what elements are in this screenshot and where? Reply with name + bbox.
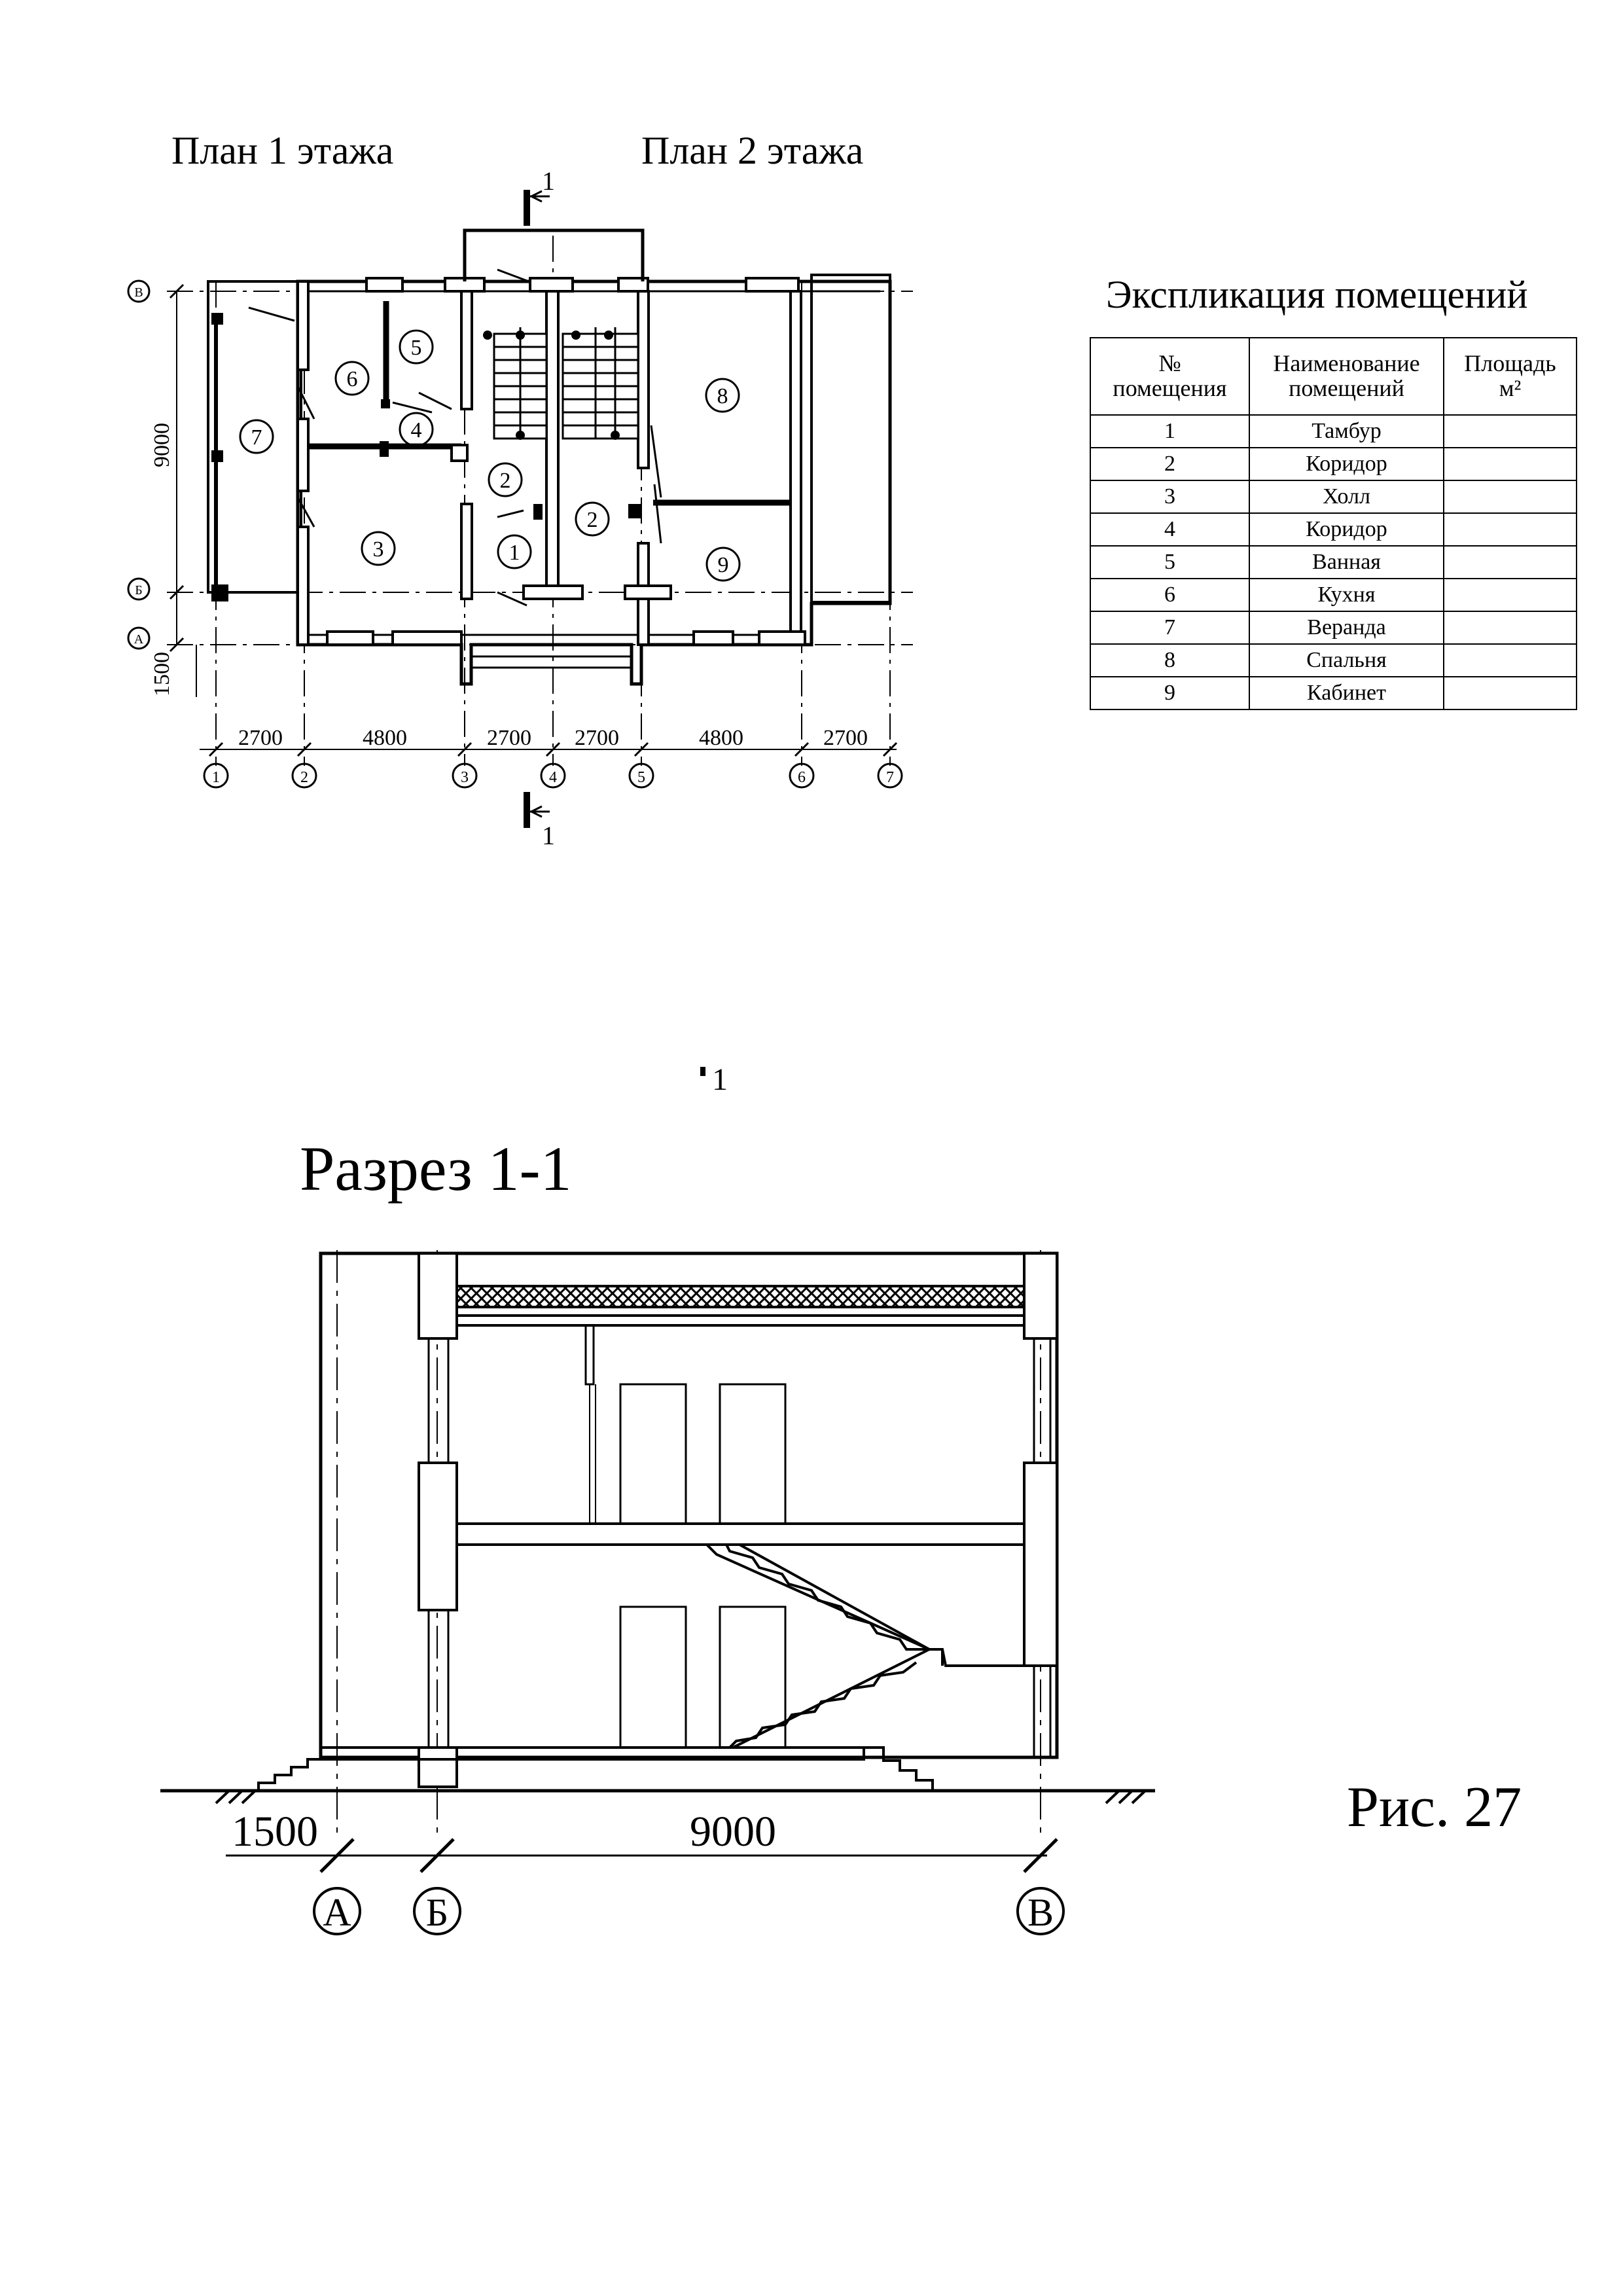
room-number: 5 bbox=[1090, 545, 1250, 579]
room-name: Холл bbox=[1249, 480, 1444, 514]
cut-mark-top-label: 1 bbox=[542, 166, 555, 196]
section-staircase bbox=[705, 1543, 1026, 1749]
axis-label-3: 3 bbox=[461, 769, 469, 786]
header-area: Площадь м² bbox=[1443, 337, 1577, 416]
room-number: 7 bbox=[1090, 611, 1250, 645]
room-area bbox=[1443, 447, 1577, 481]
roof-insulation bbox=[454, 1285, 1026, 1308]
section-axis-v: В bbox=[1027, 1891, 1054, 1934]
figure-label: Рис. 27 bbox=[1347, 1776, 1522, 1839]
room-name: Кухня bbox=[1249, 578, 1444, 612]
room-label: 5 bbox=[411, 336, 422, 360]
dim-label: 2700 bbox=[823, 726, 868, 750]
axis-label-7: 7 bbox=[886, 769, 894, 786]
dim-vertical-main: 9000 bbox=[150, 423, 174, 467]
axis-label-b: Б bbox=[135, 583, 142, 598]
explication-title: Экспликация помещений bbox=[1106, 273, 1528, 316]
room-name: Коридор bbox=[1249, 447, 1444, 481]
room-area bbox=[1443, 512, 1577, 547]
axis-label-a: А bbox=[134, 632, 144, 647]
room-number: 1 bbox=[1090, 414, 1250, 448]
room-label: 2 bbox=[587, 508, 598, 532]
dim-vertical-small: 1500 bbox=[150, 652, 174, 696]
room-area bbox=[1443, 414, 1577, 448]
room-label: 3 bbox=[373, 537, 384, 562]
dim-label: 2700 bbox=[487, 726, 531, 750]
room-area bbox=[1443, 676, 1577, 710]
room-area bbox=[1443, 480, 1577, 514]
section-axis-b: Б bbox=[426, 1891, 448, 1934]
plan-dimension-lines bbox=[176, 291, 897, 750]
axis-label-2: 2 bbox=[300, 769, 308, 786]
room-label: 1 bbox=[509, 541, 520, 565]
room-label: 9 bbox=[718, 553, 729, 577]
room-area bbox=[1443, 611, 1577, 645]
axis-bubbles bbox=[127, 279, 903, 789]
cut-mark-bottom-label: 1 bbox=[542, 821, 555, 850]
staircase-plan bbox=[493, 327, 639, 440]
room-name: Коридор bbox=[1249, 512, 1444, 547]
room-name: Тамбур bbox=[1249, 414, 1444, 448]
room-label: 4 bbox=[411, 418, 422, 442]
stray-mark-label: 1 bbox=[712, 1062, 728, 1097]
dim-label: 4800 bbox=[363, 726, 407, 750]
axis-label-4: 4 bbox=[549, 769, 557, 786]
room-label: 6 bbox=[347, 367, 358, 391]
section-dim-main: 9000 bbox=[690, 1808, 776, 1856]
section-dim-left: 1500 bbox=[232, 1808, 318, 1856]
axis-label-v: В bbox=[134, 285, 143, 300]
dim-label: 2700 bbox=[575, 726, 619, 750]
axis-label-5: 5 bbox=[637, 769, 645, 786]
axis-label-6: 6 bbox=[798, 769, 806, 786]
room-area bbox=[1443, 578, 1577, 612]
table-header-row: № помещения Наименование помещений Площа… bbox=[1090, 337, 1577, 416]
header-number: № помещения bbox=[1090, 337, 1250, 416]
dim-label: 4800 bbox=[699, 726, 743, 750]
section-title: Разрез 1-1 bbox=[300, 1134, 572, 1204]
axis-label-1: 1 bbox=[212, 769, 220, 786]
plan2-title: План 2 этажа bbox=[641, 129, 864, 172]
room-number: 8 bbox=[1090, 643, 1250, 677]
room-number: 4 bbox=[1090, 512, 1250, 547]
explication-table: № помещения Наименование помещений Площа… bbox=[1090, 337, 1577, 710]
header-name: Наименование помещений bbox=[1249, 337, 1444, 416]
room-number: 3 bbox=[1090, 480, 1250, 514]
room-number: 2 bbox=[1090, 447, 1250, 481]
room-name: Веранда bbox=[1249, 611, 1444, 645]
room-name: Спальня bbox=[1249, 643, 1444, 677]
room-number: 9 bbox=[1090, 676, 1250, 710]
room-name: Кабинет bbox=[1249, 676, 1444, 710]
room-area bbox=[1443, 643, 1577, 677]
room-number: 6 bbox=[1090, 578, 1250, 612]
room-label: 7 bbox=[251, 425, 262, 450]
room-label: 8 bbox=[717, 384, 728, 408]
dim-label: 2700 bbox=[238, 726, 283, 750]
section-axis-a: А bbox=[323, 1891, 351, 1934]
section-doors bbox=[619, 1383, 787, 1749]
room-number-circles bbox=[239, 329, 741, 582]
room-area bbox=[1443, 545, 1577, 579]
plan1-title: План 1 этажа bbox=[171, 129, 394, 172]
room-name: Ванная bbox=[1249, 545, 1444, 579]
room-label: 2 bbox=[500, 469, 511, 493]
